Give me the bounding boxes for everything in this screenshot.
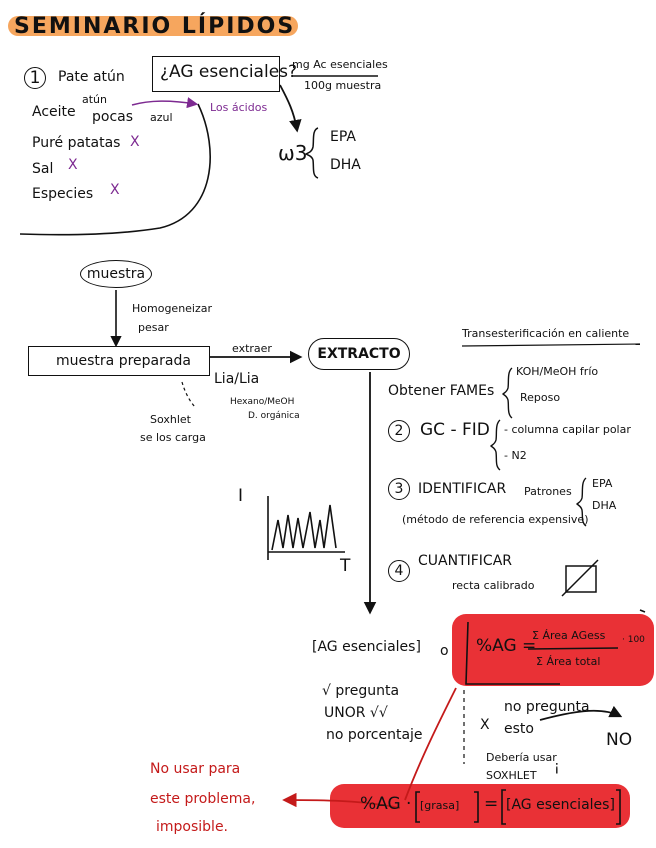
- bottom-eq: =: [484, 794, 499, 814]
- check-line-3: no porcentaje: [326, 727, 423, 743]
- item-aceite: Aceite: [32, 104, 76, 120]
- check-line-2: UNOR √√: [324, 705, 388, 721]
- cross-pure: X: [130, 134, 140, 150]
- step-homogeneizar: Homogeneizar: [132, 302, 213, 315]
- step2-gcfid: GC - FID: [420, 420, 490, 440]
- w3-brace: [304, 127, 319, 179]
- item-pure-patatas: Puré patatas: [32, 135, 121, 151]
- step2-item-n2: - N2: [504, 449, 527, 462]
- muestra-ellipse: muestra: [80, 260, 152, 288]
- extraer-label: extraer: [232, 342, 272, 355]
- cross-sal: X: [68, 157, 78, 173]
- title-highlight: [8, 16, 298, 36]
- calibration-line: [561, 559, 599, 597]
- w3-epa: EPA: [330, 129, 356, 145]
- step4-note: recta calibrado: [452, 579, 535, 592]
- red-highlight-bottom: [330, 784, 630, 828]
- picos-brace: [576, 477, 587, 527]
- red-note-line-3: imposible.: [156, 819, 229, 835]
- dashed-curve-soxhlet: [181, 381, 197, 409]
- formula-fraction-line: [527, 647, 619, 650]
- units-bottom: 100g muestra: [304, 79, 382, 92]
- formula-box: [465, 609, 646, 685]
- step2-item-columna: - columna capilar polar: [504, 423, 631, 436]
- x-mark: X: [480, 717, 490, 733]
- calibration-box: [565, 565, 597, 593]
- w3-label: ω3: [278, 141, 308, 165]
- step3-epa: EPA: [592, 477, 613, 490]
- step3-dha: DHA: [592, 499, 617, 512]
- w3-dha: DHA: [330, 157, 361, 173]
- soxhlet-line1: Soxhlet: [150, 413, 191, 426]
- chrom-axis-t: T: [340, 556, 351, 576]
- section-divider-curve: [19, 103, 211, 236]
- deberia-line-1: Debería usar: [486, 751, 557, 764]
- step2-number: 2: [388, 420, 410, 442]
- page-title: SEMINARIO LÍPIDOS: [14, 14, 296, 39]
- no-label: NO: [606, 730, 633, 750]
- deberia-line-2: SOXHLET: [486, 769, 537, 782]
- lia-label: Lia/Lia: [214, 371, 260, 387]
- bottom-bracket-ag: [501, 789, 621, 825]
- question-text: ¿AG esenciales?: [160, 62, 298, 82]
- fames-brace: [502, 367, 513, 419]
- muestra-preparada-box: [28, 346, 210, 376]
- item-sal: Sal: [32, 161, 54, 177]
- soxhlet-line2: se los carga: [140, 431, 206, 444]
- fames-item-reposo: Reposo: [520, 391, 561, 404]
- fase-label: D. orgánica: [248, 411, 300, 421]
- chrom-peaks: [271, 504, 337, 551]
- item-especies: Especies: [32, 186, 94, 202]
- red-highlight-formula: [452, 614, 654, 686]
- red-note-line-1: No usar para: [150, 761, 241, 777]
- step-pesar: pesar: [138, 321, 169, 334]
- frac-denominator: Σ Área total: [536, 655, 601, 668]
- chrom-axis-i: I: [238, 486, 244, 506]
- fames-item-koh: KOH/MeOH frío: [516, 365, 599, 378]
- fames-label: Obtener FAMEs: [388, 383, 495, 399]
- bottom-grasa: [grasa]: [420, 799, 460, 812]
- step4-cuantificar: CUANTIFICAR: [418, 553, 513, 569]
- red-connector: [404, 687, 457, 801]
- solvents-label: Hexano/MeOH: [230, 397, 295, 407]
- muestra-preparada-text: muestra preparada: [56, 353, 191, 369]
- extracto-cloud: EXTRACTO: [308, 338, 410, 370]
- azul-note: azul: [150, 111, 173, 124]
- arrow-to-no: [539, 705, 623, 721]
- gc-brace: [490, 419, 501, 471]
- step3-note: (método de referencia expensive): [402, 513, 589, 526]
- red-note-line-2: este problema,: [150, 791, 256, 807]
- step3-picos: Patrones: [524, 485, 572, 498]
- cross-especies: X: [110, 182, 120, 198]
- deberia-mark: ¡: [554, 759, 560, 775]
- check-line-1: √ pregunta: [322, 683, 400, 699]
- ag-esenciales-left: [AG esenciales]: [312, 639, 421, 655]
- bottom-bracket-grasa: [415, 791, 479, 823]
- frac-times-100: · 100: [622, 635, 645, 645]
- question-box: [152, 56, 280, 92]
- step3-identificar: IDENTIFICAR: [418, 481, 507, 497]
- purple-arrow: [131, 97, 199, 109]
- frac-numerator: Σ Área AGess: [532, 629, 606, 642]
- red-arrow: [282, 792, 401, 809]
- x-line-1: no pregunta: [504, 699, 590, 715]
- arrow-note-acidos: Los ácidos: [210, 101, 268, 114]
- step3-number: 3: [388, 478, 410, 500]
- transester-underline: [461, 343, 641, 347]
- step4-number: 4: [388, 560, 410, 582]
- item-pate-atun: Pate atún: [58, 69, 125, 85]
- o-connector: o: [440, 643, 449, 659]
- atun-note: atún: [82, 93, 107, 106]
- transester-label: Transesterificación en caliente: [462, 327, 630, 340]
- bottom-ag: [AG esenciales]: [506, 797, 615, 813]
- units-top: mg Ac esenciales: [292, 58, 388, 71]
- section1-number: 1: [24, 67, 46, 89]
- bottom-pct: %AG ·: [360, 794, 412, 814]
- x-line-2: esto: [504, 721, 534, 737]
- pct-ag-label: %AG =: [476, 636, 537, 656]
- arrow-question-to-w3: [279, 84, 302, 133]
- pocos-note: pocas: [92, 109, 134, 125]
